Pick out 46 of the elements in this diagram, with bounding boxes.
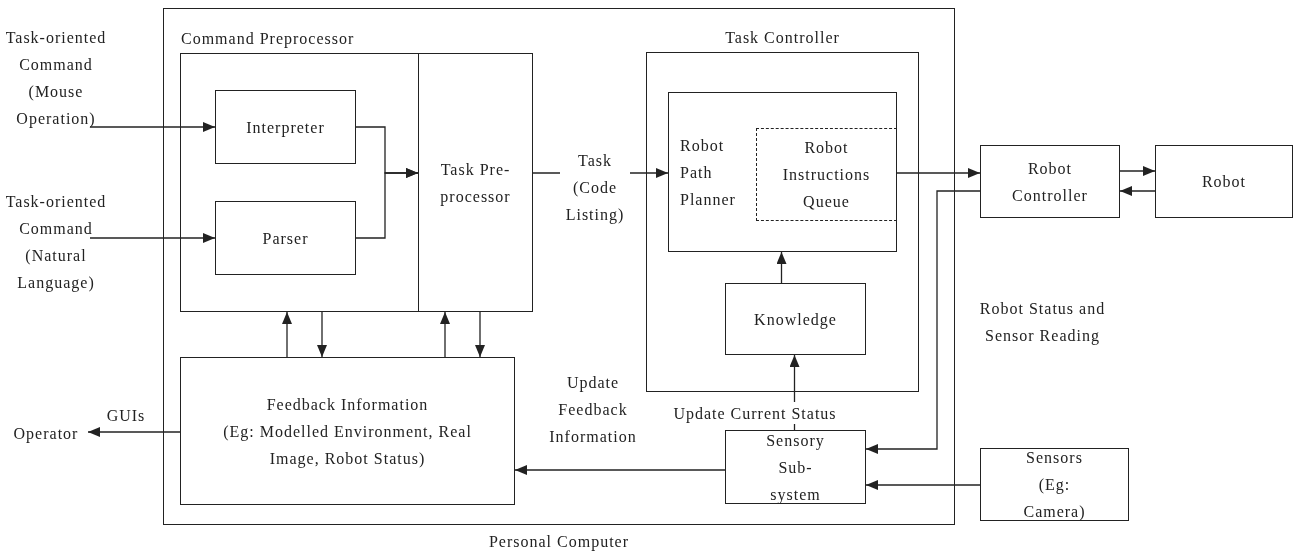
- edge-label: Update Feedback Information: [548, 372, 638, 447]
- box-text: (Eg: Modelled Environment, Real Image, Robot Status): [222, 421, 473, 470]
- arrow: [282, 311, 292, 358]
- process-box: [668, 92, 897, 252]
- box-text: Feedback Information: [266, 394, 429, 415]
- arrow: [475, 311, 485, 358]
- box-text: Interpreter: [246, 117, 325, 139]
- arrow: [896, 168, 981, 178]
- box-text: Task Pre-processor: [439, 159, 512, 208]
- box-text: Robot: [1201, 172, 1247, 192]
- arrow: [89, 122, 216, 132]
- process-box: [725, 430, 866, 504]
- arrow: [776, 251, 787, 284]
- arrow: [1119, 186, 1156, 196]
- box-text: Knowledge: [754, 309, 837, 331]
- arrow: [355, 168, 419, 239]
- process-box: [215, 90, 356, 164]
- box-heading: Task Controller: [724, 28, 841, 48]
- arrow: [865, 480, 981, 490]
- process-box: [215, 201, 356, 275]
- process-box: [725, 283, 866, 355]
- dashed-box: [756, 128, 897, 221]
- process-box: [980, 448, 1129, 521]
- box-heading: Command Preprocessor: [181, 29, 355, 50]
- process-box: [180, 357, 515, 505]
- arrow: [865, 190, 981, 454]
- text-label: Operator: [8, 420, 84, 446]
- arrow: [1119, 166, 1156, 176]
- edge-label: GUIs: [105, 405, 147, 426]
- box-text: Robot Controller: [1011, 158, 1089, 206]
- arrow: [514, 465, 726, 475]
- text-label: Task-oriented Command (Mouse Operation): [0, 14, 112, 142]
- box-text: Parser: [262, 228, 309, 249]
- arrow: [87, 427, 181, 437]
- arrow: [317, 311, 327, 358]
- edge-label: Robot Status and Sensor Reading: [978, 299, 1107, 347]
- box-text: Sensors (Eg: Camera): [1022, 448, 1087, 522]
- box-text: Robot Instructions Queue: [781, 138, 872, 212]
- box-text: Robot Path Planner: [680, 135, 737, 210]
- box-heading: Personal Computer: [487, 532, 631, 553]
- arrow: [440, 311, 450, 358]
- process-box: [1155, 145, 1293, 218]
- text-label: Task-oriented Command (Natural Language): [0, 178, 112, 306]
- box-text: Sensory Sub-system: [765, 430, 826, 505]
- process-box: [980, 145, 1120, 218]
- arrow: [89, 233, 216, 243]
